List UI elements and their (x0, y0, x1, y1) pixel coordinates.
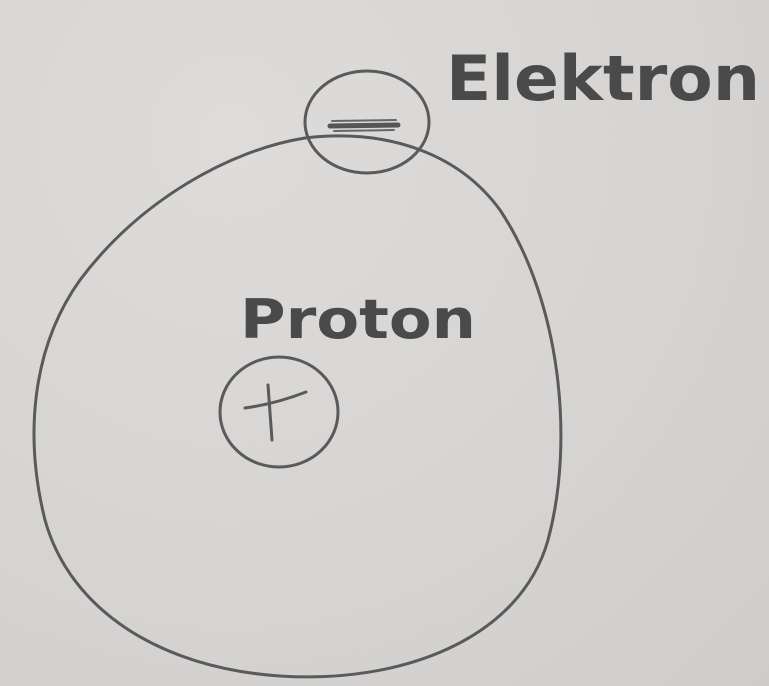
proton-circle (218, 355, 340, 469)
electron-minus-icon (327, 119, 401, 132)
proton-plus-icon (243, 383, 308, 442)
electron-label: Elektron (446, 42, 760, 115)
proton-label: Proton (240, 288, 476, 351)
atom-outline (32, 134, 563, 679)
electron-circle (303, 69, 431, 175)
